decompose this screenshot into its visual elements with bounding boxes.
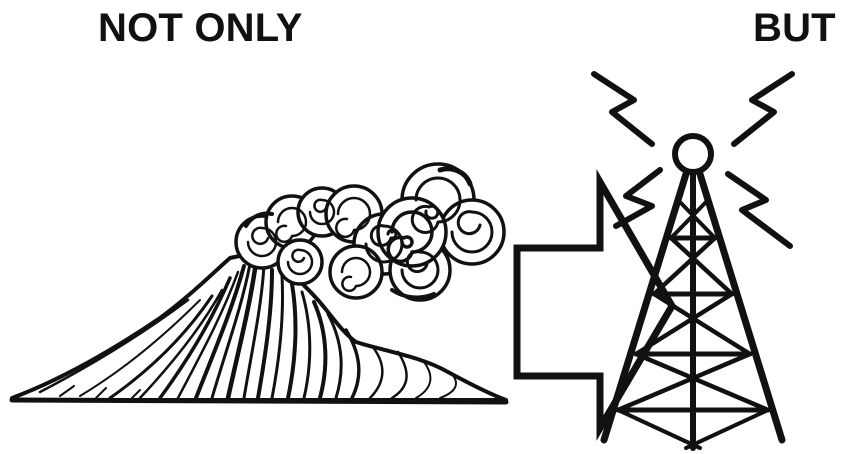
illustration-canvas (0, 0, 845, 454)
